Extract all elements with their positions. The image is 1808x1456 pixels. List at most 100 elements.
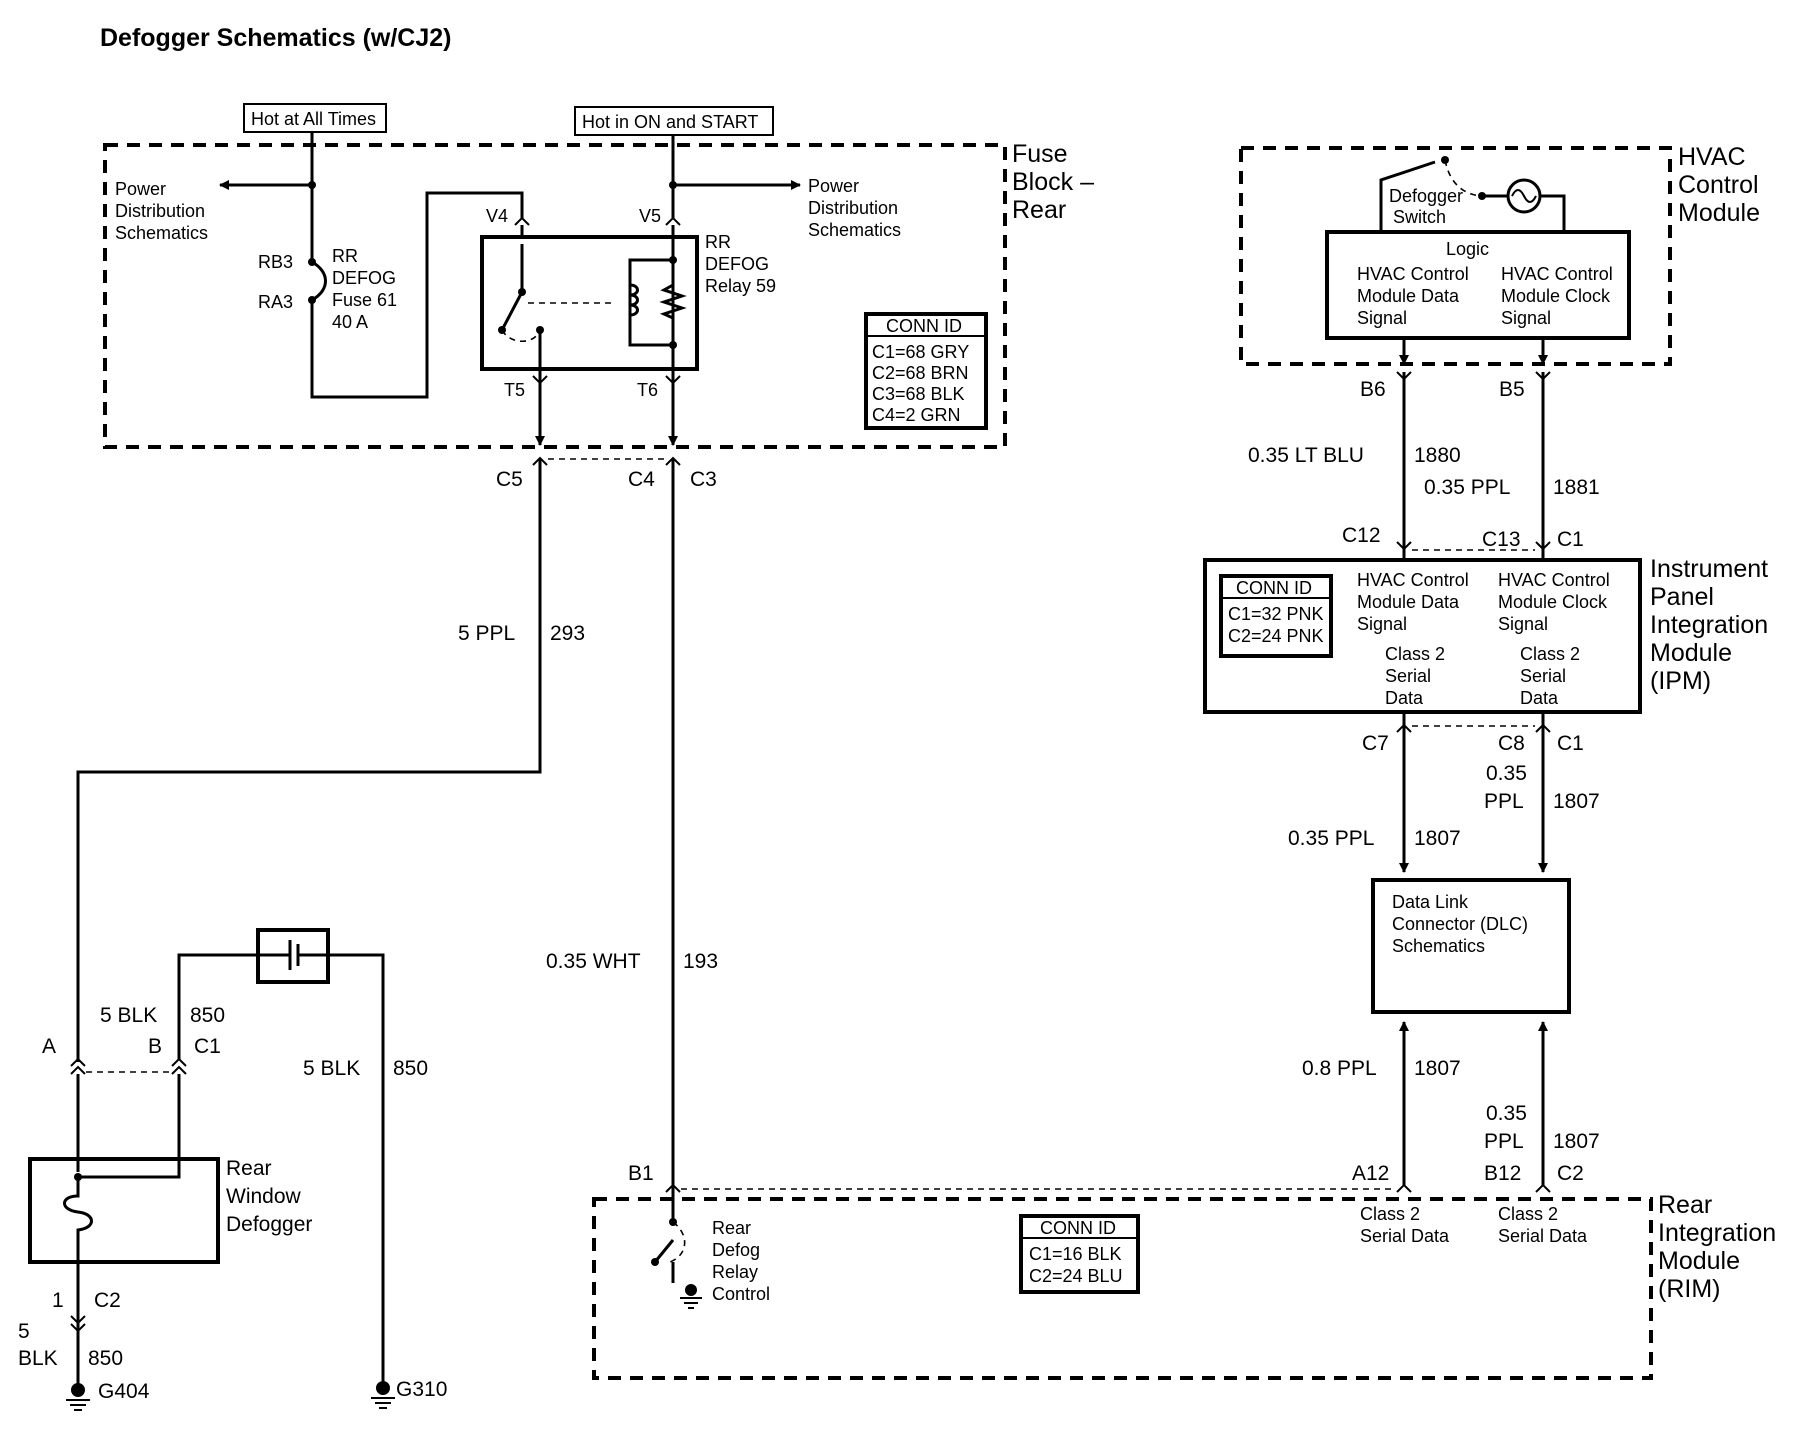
splice-dot bbox=[669, 256, 677, 264]
wire-1807b-color-line: PPL bbox=[1484, 790, 1524, 813]
term-c8: C8 bbox=[1498, 732, 1525, 755]
wire-1807d-color-line: PPL bbox=[1484, 1130, 1524, 1153]
conn-id-row: C3=68 BLK bbox=[872, 384, 965, 404]
wire-1807a-color: 0.35 PPL bbox=[1288, 827, 1374, 850]
ipm-class2-right-line: Class 2 bbox=[1520, 644, 1580, 664]
rim-relay-control-line: Control bbox=[712, 1284, 770, 1304]
defogger-switch-blade bbox=[1379, 160, 1436, 232]
ipm-name: Instrument Panel Integration Module (IPM… bbox=[1650, 555, 1768, 695]
fuse-block-conn-id bbox=[864, 312, 988, 430]
rim-class2-right-line: Class 2 bbox=[1498, 1204, 1558, 1224]
wire-850-a bbox=[177, 953, 258, 1059]
power-dist-left-line: Schematics bbox=[115, 223, 208, 243]
wire-850b-color: 5 BLK bbox=[303, 1057, 360, 1080]
wire-1807b-color-line: 0.35 bbox=[1486, 762, 1527, 785]
wire-1807d-color-line: 0.35 bbox=[1486, 1102, 1527, 1125]
wire-850a-color: 5 BLK bbox=[100, 1004, 157, 1027]
rim-conn-id bbox=[1019, 1214, 1140, 1294]
wire-1880-circuit: 1880 bbox=[1414, 444, 1461, 467]
hvac-data-signal-line: HVAC Control bbox=[1357, 264, 1469, 284]
defogger-name-line: Window bbox=[226, 1185, 302, 1208]
conn-id-row: C1=32 PNK bbox=[1228, 604, 1324, 624]
rim-name-line: Integration bbox=[1658, 1219, 1776, 1247]
hvac-clock-signal-line: HVAC Control bbox=[1501, 264, 1613, 284]
ipm-clock-signal-line: Signal bbox=[1498, 614, 1548, 634]
conn-id-row: C1=16 BLK bbox=[1029, 1244, 1122, 1264]
term-a12: A12 bbox=[1352, 1162, 1389, 1185]
connector-a12 bbox=[1396, 1183, 1412, 1193]
conn-id-row: C1=68 GRY bbox=[872, 342, 969, 362]
switch-travel bbox=[501, 329, 541, 343]
fuse-label-line: Fuse 61 bbox=[332, 290, 397, 310]
hot-at-all-times-box bbox=[243, 103, 387, 133]
term-b5: B5 bbox=[1499, 378, 1525, 401]
rim-name-line: (RIM) bbox=[1658, 1275, 1720, 1303]
diagram-title: Defogger Schematics (w/CJ2) bbox=[100, 24, 452, 52]
hvac-module-name: HVAC Control Module bbox=[1678, 143, 1760, 227]
term-c1-top: C1 bbox=[1557, 528, 1584, 551]
rim-boundary bbox=[592, 1197, 1653, 1380]
connector-a bbox=[70, 1065, 86, 1075]
ground-g404-label: G404 bbox=[98, 1380, 150, 1403]
fuse-label-line: DEFOG bbox=[332, 268, 396, 288]
switch-travel bbox=[669, 1221, 686, 1263]
relay-resistor-symbol bbox=[659, 283, 687, 320]
conn-id-header: CONN ID bbox=[1040, 1218, 1116, 1238]
conn-id-row: C2=68 BRN bbox=[872, 363, 969, 383]
ipm-conn-id bbox=[1219, 574, 1333, 658]
term-v5: V5 bbox=[639, 206, 661, 226]
conn-b: B bbox=[148, 1035, 162, 1058]
power-dist-left-label: Power Distribution Schematics bbox=[115, 179, 208, 243]
conn-id-row: C4=2 GRN bbox=[872, 405, 961, 425]
ipm-name-line: (IPM) bbox=[1650, 667, 1711, 695]
relay-label-line: Relay 59 bbox=[705, 276, 776, 296]
ipm-class2-left-line: Class 2 bbox=[1385, 644, 1445, 664]
rim-name-line: Rear bbox=[1658, 1191, 1712, 1219]
fuse-block-boundary bbox=[103, 143, 1007, 449]
wire-193-circuit: 193 bbox=[683, 950, 718, 973]
dlc-label-line: Data Link bbox=[1392, 892, 1469, 912]
term-c13: C13 bbox=[1482, 528, 1521, 551]
hvac-name-line: Module bbox=[1678, 199, 1760, 227]
wire-1880-color: 0.35 LT BLU bbox=[1248, 444, 1364, 467]
ipm-class2-right-line: Serial bbox=[1520, 666, 1566, 686]
defogger-name-line: Defogger bbox=[226, 1213, 312, 1236]
fuse-term-rb3: RB3 bbox=[258, 252, 293, 272]
splice-dot bbox=[669, 181, 677, 189]
wire-1881-circuit: 1881 bbox=[1553, 476, 1600, 499]
ground-g310-label: G310 bbox=[396, 1378, 447, 1401]
dlc-label-line: Connector (DLC) bbox=[1392, 914, 1528, 934]
ipm-name-line: Panel bbox=[1650, 583, 1714, 611]
connector-c2 bbox=[70, 1323, 86, 1333]
wire-1807a-circuit: 1807 bbox=[1414, 827, 1461, 850]
ipm-data-signal-line: Signal bbox=[1357, 614, 1407, 634]
wire-850c-color-line: BLK bbox=[18, 1347, 58, 1370]
term-t5: T5 bbox=[504, 380, 525, 400]
term-c2: C2 bbox=[1557, 1162, 1584, 1185]
hot-at-all-times-label: Hot at All Times bbox=[251, 109, 376, 129]
wire-850b-circuit: 850 bbox=[393, 1057, 428, 1080]
defogger-switch-label: Defogger bbox=[1389, 186, 1463, 206]
defogger-switch-label: Switch bbox=[1393, 207, 1446, 227]
rim-switch-blade bbox=[653, 1239, 675, 1263]
hvac-logic-label: Logic bbox=[1446, 239, 1489, 259]
hvac-clock-signal-line: Module Clock bbox=[1501, 286, 1611, 306]
conn-id-header: CONN ID bbox=[886, 316, 962, 336]
wire-1807b-circuit: 1807 bbox=[1553, 790, 1600, 813]
dlc-label-line: Schematics bbox=[1392, 936, 1485, 956]
data-link-connector bbox=[1371, 878, 1571, 1014]
conn-id-row: C2=24 PNK bbox=[1228, 626, 1324, 646]
ground-dot bbox=[71, 1383, 85, 1397]
ground-g404: G404 bbox=[66, 1380, 150, 1411]
term-t6: T6 bbox=[637, 380, 658, 400]
hot-on-start-label: Hot in ON and START bbox=[582, 112, 758, 132]
power-dist-left-line: Distribution bbox=[115, 201, 205, 221]
relay-label-line: RR bbox=[705, 232, 731, 252]
ground-dot bbox=[685, 1284, 697, 1296]
rim-relay-control-line: Rear bbox=[712, 1218, 751, 1238]
ipm-data-signal-line: HVAC Control bbox=[1357, 570, 1469, 590]
ipm-name-line: Module bbox=[1650, 639, 1732, 667]
relay-59-label: RR DEFOG Relay 59 bbox=[705, 232, 776, 296]
rim-relay-control-line: Relay bbox=[712, 1262, 758, 1282]
connector-c2 bbox=[70, 1315, 86, 1325]
